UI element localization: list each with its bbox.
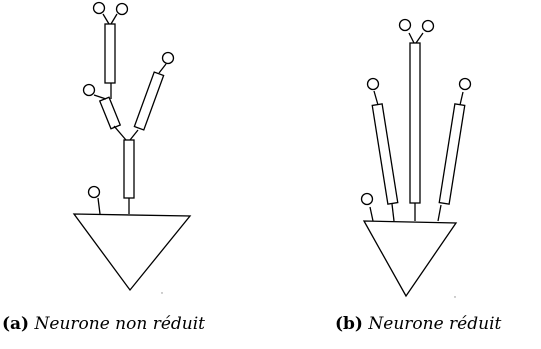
dendrite-tip-link-right [416,33,423,43]
speck [454,296,455,297]
unreduced-neuron [74,3,190,291]
dendrite-tip-link-right [111,14,117,24]
soma-triangle [74,214,190,290]
caption-a: (a) Neurone non réduit [2,314,205,334]
dendrite-compartment-left [372,104,398,204]
dendrite-compartment-right [134,72,163,130]
synapse-terminal [400,20,411,31]
dendrite-link [392,204,394,221]
speck [161,292,162,293]
dendrite-tip-link-left [103,14,109,24]
synapse-terminal [460,79,471,90]
synapse-terminal [89,187,100,198]
dendrite-branch-right-link [130,130,138,140]
caption-a-tag: (a) [2,314,29,334]
soma-input-link [98,198,100,214]
dendrite-compartment-right [439,104,465,204]
dendrite-spine-link [94,95,106,99]
synapse-terminal [368,79,379,90]
synapse-terminal [362,194,373,205]
dendrite-compartment-center [410,43,420,203]
soma-triangle [364,221,456,296]
soma-input-link [370,207,373,221]
dendrite-tip-link [374,91,378,105]
caption-b: (b) Neurone réduit [335,314,501,334]
reduced-neuron [362,20,471,297]
dendrite-compartment-trunk [124,140,134,198]
synapse-terminal [117,4,128,15]
dendrite-tip-link [460,92,463,105]
dendrite-tip-link-left [409,33,414,43]
synapse-terminal [423,21,434,32]
dendrite-tip-link [159,64,166,73]
dendrite-link [438,205,441,221]
synapse-terminal [163,53,174,64]
dendrite-compartment-left-upper [105,24,115,83]
synapse-terminal [94,3,105,14]
dendrite-compartment-left-lower [100,97,121,129]
synapse-terminal [84,85,95,96]
dendrite-branch-left-link [114,126,126,140]
caption-b-tag: (b) [335,314,363,334]
caption-a-text: Neurone non réduit [35,314,205,334]
caption-b-text: Neurone réduit [368,314,501,334]
